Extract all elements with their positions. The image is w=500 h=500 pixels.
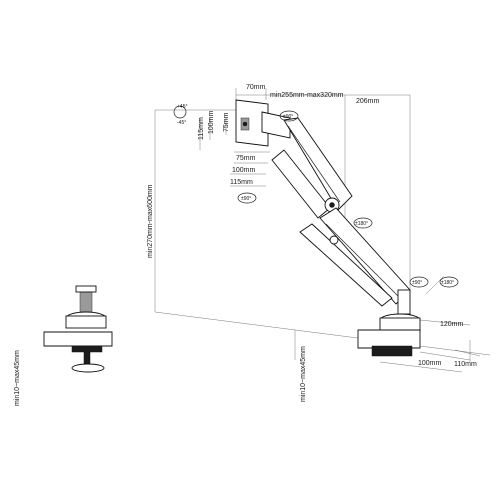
clamp-left [43, 285, 113, 373]
dim-100-vertical: 100mm [208, 110, 215, 134]
dim-206: 206mm [356, 98, 380, 105]
vesa-plate [235, 99, 291, 147]
label-base-rotate: ±180° [441, 280, 454, 286]
label-base-swivel: ±90° [412, 280, 422, 286]
rotate-head-icon [237, 192, 257, 204]
dim-desk-mid: min10~max45mm [300, 346, 307, 402]
rotation-icons [173, 105, 459, 295]
dim-115-vertical: 115mm [198, 117, 205, 140]
dim-reach: min255mm-max320mm [270, 92, 344, 99]
dim-base-100: 100mm [418, 360, 442, 367]
label-tilt-down: -45° [177, 120, 186, 126]
dim-70: 70mm [246, 84, 266, 91]
dim-100-horizontal: 100mm [232, 167, 256, 174]
label-swivel-head: ±90° [283, 114, 293, 120]
label-elbow: ±180° [355, 221, 368, 227]
dim-base-110: 110mm [454, 361, 477, 368]
dim-75-horizontal: 75mm [236, 155, 256, 162]
base-swivel-icon [409, 276, 429, 288]
perspective-guides [154, 88, 491, 373]
pole-clamp-right [357, 289, 421, 357]
base-rotate-icon [439, 276, 459, 288]
dim-75-vertical: 75mm [223, 112, 230, 132]
dim-base-120: 120mm [440, 321, 464, 328]
tilt-icon [173, 105, 187, 119]
dim-115-horizontal: 115mm [230, 179, 253, 186]
swivel-head-icon [279, 110, 299, 122]
label-tilt-up: +45° [177, 104, 187, 110]
dim-height: min270mm-max600mm [147, 184, 154, 258]
elbow-rotate-icon [353, 217, 373, 229]
dim-desk-left: min10~max45mm [14, 350, 21, 406]
label-rotate-head: ±90° [241, 196, 251, 202]
